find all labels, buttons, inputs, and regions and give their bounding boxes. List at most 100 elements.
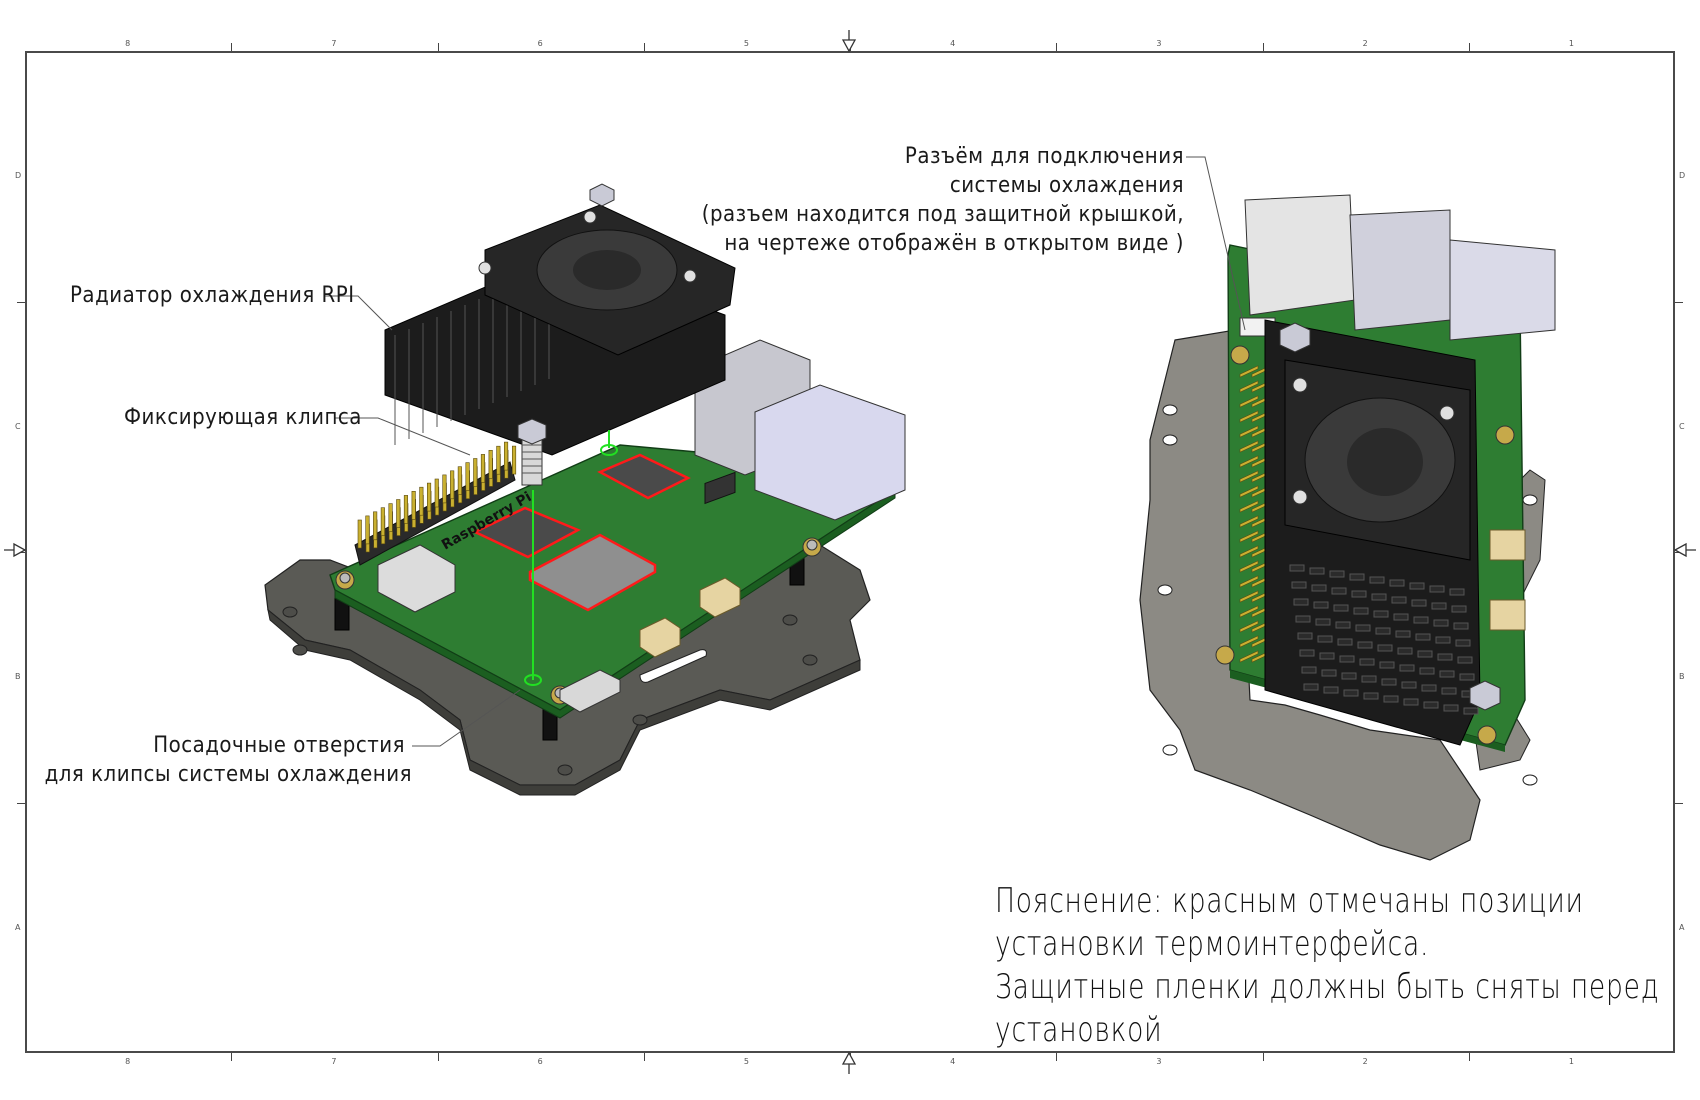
centering-marks xyxy=(4,30,1696,1074)
gpio-pins xyxy=(357,441,517,553)
ethernet-port xyxy=(754,384,906,521)
heatsink-fin xyxy=(1359,658,1375,666)
clip-bolt-spring xyxy=(517,418,547,486)
heatsink-fin xyxy=(1357,641,1373,649)
ethernet-port-right xyxy=(1244,194,1356,316)
plate-slot xyxy=(639,649,707,683)
leader-line-right xyxy=(1186,156,1246,331)
callout-mounting-holes-line1: Посадочные отверстия xyxy=(153,733,405,758)
gpio-pin xyxy=(511,445,517,475)
heatsink-fin xyxy=(1299,649,1315,657)
thermal-interface-note: Пояснение: красным отмечаны позиции уста… xyxy=(995,880,1659,1052)
heatsink-fin xyxy=(1409,582,1425,590)
gpio-pin xyxy=(457,466,462,496)
gpio-pin xyxy=(1239,380,1259,393)
heatsink-fin xyxy=(1377,644,1393,652)
heatsink-fin xyxy=(1397,647,1413,655)
usb3-stack-right xyxy=(1349,209,1451,331)
heatsink-fin xyxy=(1375,627,1391,635)
micro-hdmi-right-1 xyxy=(1489,529,1526,561)
left-isometric-view: Raspberry Pi xyxy=(264,183,906,796)
top-center-arrow xyxy=(841,30,857,53)
heatsink-fin xyxy=(1443,704,1459,712)
heatsink-fin xyxy=(1309,567,1325,575)
zone-tick xyxy=(17,301,25,303)
heatsink-fin xyxy=(1313,601,1329,609)
gpio-pin xyxy=(465,462,470,491)
gpio-pin xyxy=(496,445,501,475)
gpio-pin xyxy=(473,458,478,487)
heatsink-fin xyxy=(1329,570,1345,578)
heatsink-fin xyxy=(1451,605,1467,613)
heatsink-fin xyxy=(1291,581,1307,589)
gpio-pin xyxy=(1239,560,1259,573)
zone-tick xyxy=(643,1053,645,1061)
heatsink-fin xyxy=(1403,698,1419,706)
heatsink-fin xyxy=(1321,669,1337,677)
gpio-pin xyxy=(488,449,493,479)
micro-hdmi-1 xyxy=(639,617,681,658)
heatsink-fin xyxy=(1419,667,1435,675)
zone-tick xyxy=(1675,301,1683,303)
bottom-center-arrow xyxy=(841,1051,857,1074)
column-zone-label-bottom: 6 xyxy=(537,1057,543,1066)
gpio-pin xyxy=(1239,545,1259,558)
guide-lines xyxy=(524,430,618,686)
zone-tick xyxy=(1468,1053,1470,1061)
heatsink-fin xyxy=(1457,656,1473,664)
gpio-pin xyxy=(373,511,378,541)
heatsink-fin xyxy=(1317,635,1333,643)
row-zone-label-right: C xyxy=(1679,421,1685,431)
heatsink-fin xyxy=(1343,689,1359,697)
heatsink-fin xyxy=(1395,630,1411,638)
heatsink-fin xyxy=(1355,624,1371,632)
heatsink-fin xyxy=(1411,599,1427,607)
zone-tick xyxy=(1468,43,1470,51)
column-zone-label-top: 3 xyxy=(1156,39,1162,48)
gpio-pin xyxy=(1239,440,1259,453)
column-zone-label-top: 6 xyxy=(537,39,543,48)
heatsink-fin xyxy=(1373,610,1389,618)
column-zone-label-bottom: 5 xyxy=(743,1057,749,1066)
column-zone-label-top: 8 xyxy=(125,39,131,48)
heatsink-fin xyxy=(1391,596,1407,604)
column-zone-label-top: 5 xyxy=(743,39,749,48)
zone-tick xyxy=(231,1053,233,1061)
row-zone-label-left: D xyxy=(15,171,22,181)
heatsink-fin xyxy=(1311,584,1327,592)
heatsink-fin xyxy=(1335,621,1351,629)
column-zone-label-top: 1 xyxy=(1568,39,1574,48)
heatsink-fin xyxy=(1439,670,1455,678)
gpio-pin xyxy=(419,486,424,516)
column-zone-label-bottom: 2 xyxy=(1362,1057,1368,1066)
gpio-pin xyxy=(357,519,362,549)
heatsink-fin xyxy=(1449,588,1465,596)
thermal-pad-ram xyxy=(597,453,691,500)
clip-bolt-top xyxy=(589,183,615,207)
note-line: установки термоинтерфейса. xyxy=(995,924,1430,964)
zone-tick xyxy=(437,1053,439,1061)
leader-lines xyxy=(325,295,521,747)
column-zone-label-top: 2 xyxy=(1362,39,1368,48)
clip-bolt-right-bottom xyxy=(1469,680,1501,711)
usb-c-port xyxy=(559,669,621,713)
heatsink-fin xyxy=(1319,652,1335,660)
heatsink-fin xyxy=(1295,615,1311,623)
thermal-pad-soc xyxy=(472,506,581,559)
drawing-frame xyxy=(25,51,1675,1053)
heatsink-fin xyxy=(1339,655,1355,663)
callout-clip: Фиксирующая клипса xyxy=(124,405,362,430)
right-isometric-view xyxy=(1139,156,1556,861)
gpio-pin xyxy=(426,482,432,512)
heatsink-fin xyxy=(1433,619,1449,627)
heatsink-fin xyxy=(1361,675,1377,683)
gpio-pin xyxy=(442,474,447,504)
gpio-pin xyxy=(1239,470,1259,483)
gpio-pin xyxy=(1239,425,1259,438)
heatsink-fin xyxy=(1369,576,1385,584)
heatsink-fin xyxy=(1341,672,1357,680)
usb2-stack-right xyxy=(1449,239,1556,341)
row-zone-label-right: B xyxy=(1679,672,1685,682)
